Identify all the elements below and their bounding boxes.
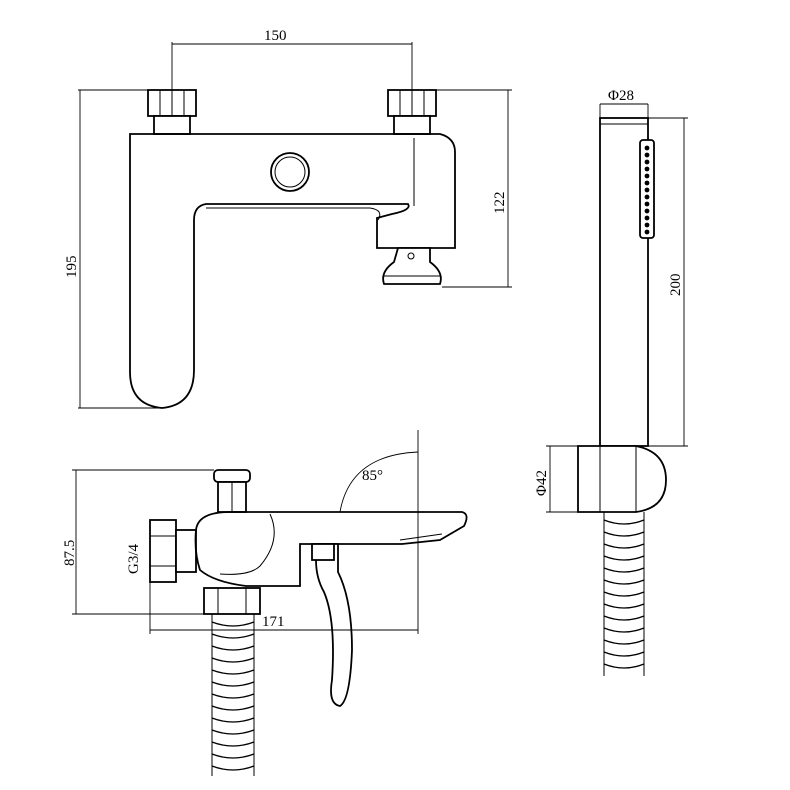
lever-hinge <box>311 543 335 561</box>
aerator <box>382 247 442 285</box>
side-lever <box>315 543 353 707</box>
right-shank <box>393 115 431 135</box>
side-cap <box>213 469 251 483</box>
dim-side-height: 87.5 <box>62 540 78 566</box>
dim-handshower-length: 200 <box>668 274 684 297</box>
side-inlet-nut <box>149 519 177 583</box>
dim-handshower-diameter: Φ28 <box>608 88 634 104</box>
dim-lever-angle: 85° <box>362 468 383 484</box>
dim-holder-diameter: Φ42 <box>534 470 550 496</box>
side-inlet-shank <box>175 529 197 573</box>
side-body <box>194 511 468 587</box>
dim-spout-height: 122 <box>492 192 508 215</box>
hand-shower-holder <box>577 445 667 513</box>
front-view: 150 195 122 <box>64 28 512 409</box>
thread-label: G3/4 <box>126 544 142 575</box>
side-view: 85° 87.5 G3/4 171 <box>62 430 468 776</box>
hand-shower-view: Φ28 200 Φ42 <box>534 88 688 676</box>
side-bottom-nut <box>203 587 261 615</box>
diverter-button <box>270 152 310 192</box>
left-shank <box>153 115 191 135</box>
dim-total-height: 195 <box>64 256 80 279</box>
dim-side-reach: 171 <box>262 614 285 630</box>
dim-top-width: 150 <box>264 28 287 44</box>
spray-nozzles <box>644 145 650 235</box>
